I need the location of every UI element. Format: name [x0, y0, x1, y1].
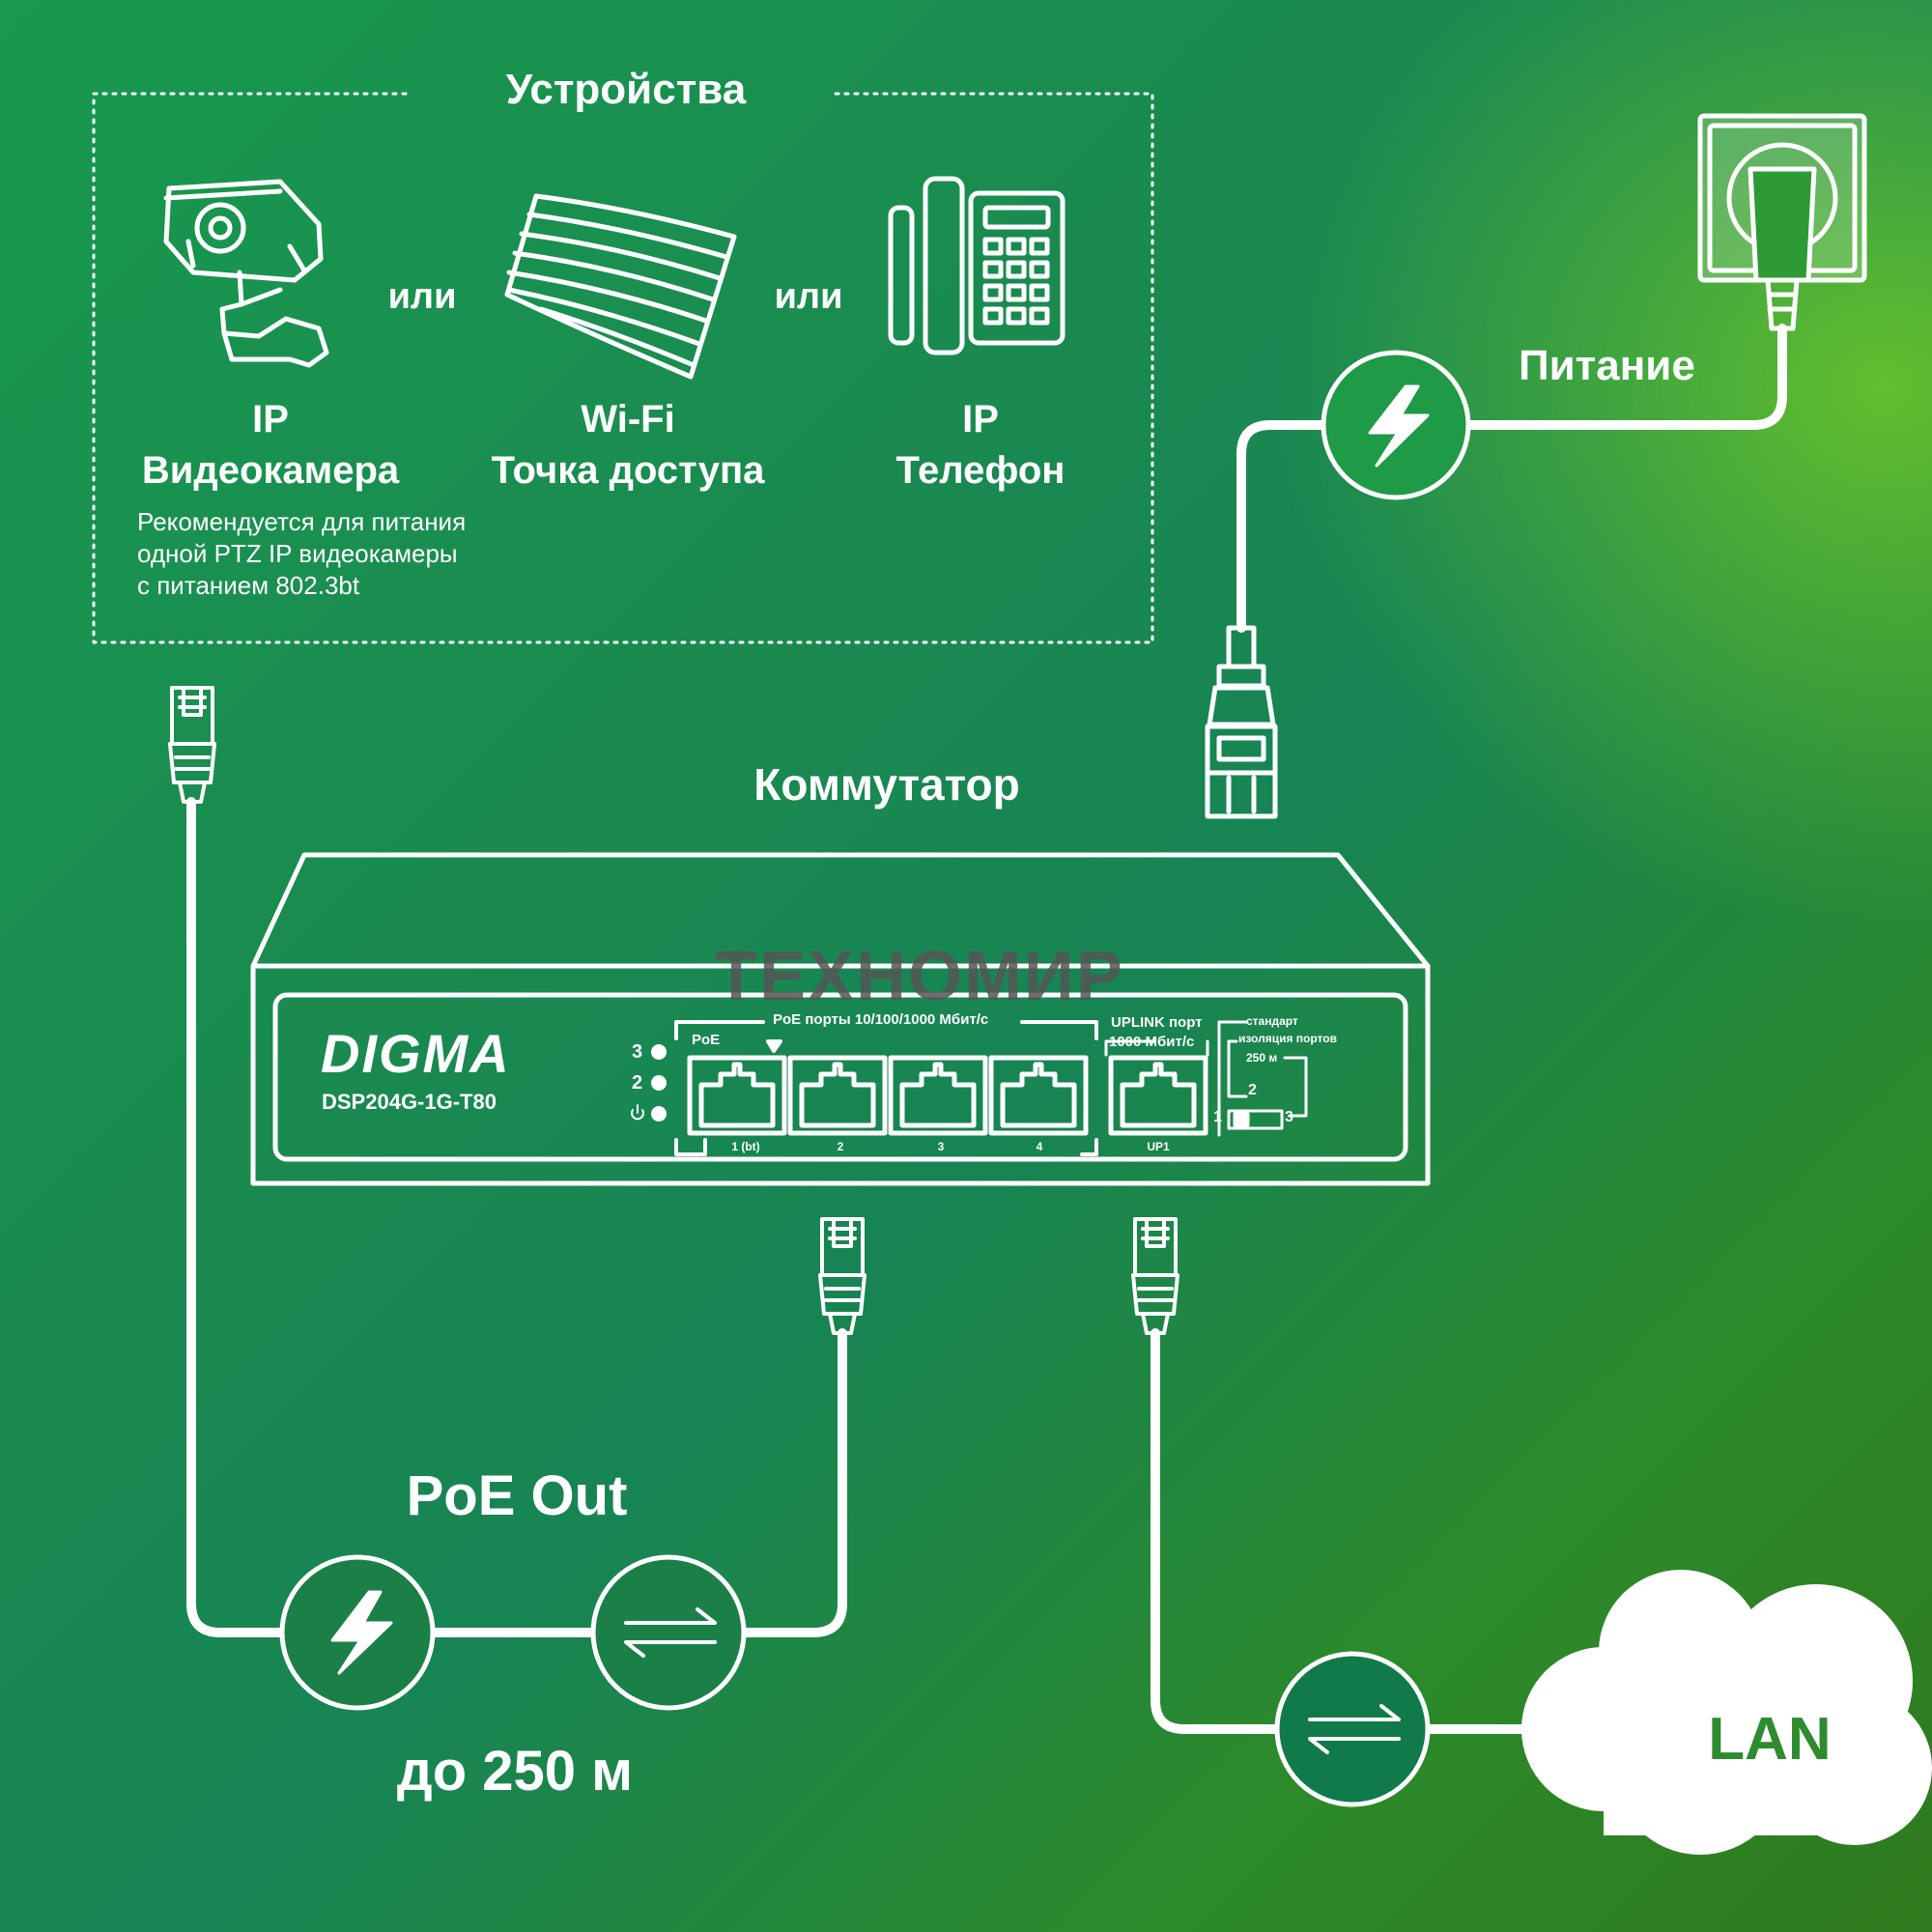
- data-transfer-icon: [1274, 1651, 1431, 1807]
- mode-position-2: 2: [1248, 1082, 1257, 1098]
- poe-port-2: [787, 1055, 888, 1136]
- lan-label: LAN: [1708, 1706, 1832, 1773]
- status-leds: [651, 1044, 667, 1122]
- poe-out-distance: до 250 м: [396, 1740, 634, 1803]
- mode-position-1: 1: [1213, 1109, 1222, 1125]
- camera-note-line2: одной PTZ IP видеокамеры: [137, 539, 458, 568]
- model-number: DSP204G-1G-T80: [322, 1090, 497, 1114]
- poe-ports-label: PoE порты 10/100/1000 Мбит/с: [773, 1011, 989, 1028]
- devices-frame: [92, 92, 1154, 644]
- port-label-2: 2: [837, 1140, 844, 1153]
- power-plug-icon: [1747, 166, 1817, 331]
- uplink-label-line1: UPLINK порт: [1111, 1014, 1203, 1031]
- cloud-icon: [1521, 1570, 1932, 1855]
- camera-icon: [163, 179, 329, 368]
- mode-position-3: 3: [1285, 1109, 1293, 1125]
- camera-label-line1: IP: [252, 398, 289, 440]
- camera-note-line1: Рекомендуется для питания: [137, 507, 467, 536]
- power-bolt-circle: [1321, 350, 1471, 500]
- uplink-label-line2: 1000 Мбит/с: [1109, 1034, 1195, 1050]
- phone-label-line1: IP: [962, 398, 999, 440]
- poe-port-4: [988, 1055, 1089, 1136]
- poe-port-1: [687, 1055, 787, 1136]
- uplink-port: [1104, 1039, 1209, 1136]
- watermark: ТЕХНОМИР: [715, 938, 1124, 1015]
- mode-switch: [1217, 1020, 1308, 1137]
- switch-title: Коммутатор: [753, 759, 1020, 810]
- port-label-1: 1 (bt): [731, 1140, 760, 1153]
- led-2-label: 2: [632, 1072, 643, 1094]
- power-label: Питание: [1519, 342, 1695, 389]
- rj45-connector-icon: [1131, 1217, 1179, 1335]
- poe-out-title: PoE Out: [406, 1464, 628, 1527]
- switch-body: [250, 852, 1431, 1186]
- poe-port-3: [888, 1055, 988, 1136]
- mode-label-isolation: изоляция портов: [1238, 1032, 1337, 1045]
- port-label-4: 4: [1036, 1140, 1043, 1153]
- camera-label-line2: Видеокамера: [141, 449, 400, 492]
- ap-label-line2: Точка доступа: [491, 449, 765, 492]
- ap-label-line1: Wi-Fi: [581, 398, 675, 440]
- devices-title: Устройства: [505, 66, 747, 113]
- poe-tag: PoE: [692, 1032, 721, 1048]
- data-transfer-icon: [590, 1554, 747, 1711]
- brand-logo: DIGMA: [321, 1023, 511, 1084]
- or-label-1: или: [387, 276, 457, 317]
- poe-ports-bracket: [674, 1020, 1098, 1156]
- mode-label-250m: 250 м: [1246, 1051, 1278, 1065]
- port-label-3: 3: [937, 1140, 945, 1153]
- led-3-label: 3: [632, 1041, 643, 1063]
- camera-note-line3: с питанием 802.3bt: [137, 571, 360, 600]
- or-label-2: или: [774, 276, 843, 317]
- rj45-connector-icon: [168, 686, 216, 804]
- power-cable: [1236, 324, 1787, 633]
- poe-cable: [186, 797, 847, 1637]
- power-bolt-icon: [279, 1554, 436, 1711]
- access-point-icon: [504, 193, 737, 380]
- rj45-connector-icon: [818, 1217, 867, 1335]
- power-connector-icon: [1205, 625, 1278, 819]
- phone-icon: [888, 176, 1065, 355]
- mode-label-standard: стандарт: [1246, 1014, 1298, 1028]
- phone-label-line2: Телефон: [895, 449, 1065, 492]
- power-led-icon: [631, 1104, 644, 1121]
- port-label-uplink: UP1: [1147, 1140, 1170, 1153]
